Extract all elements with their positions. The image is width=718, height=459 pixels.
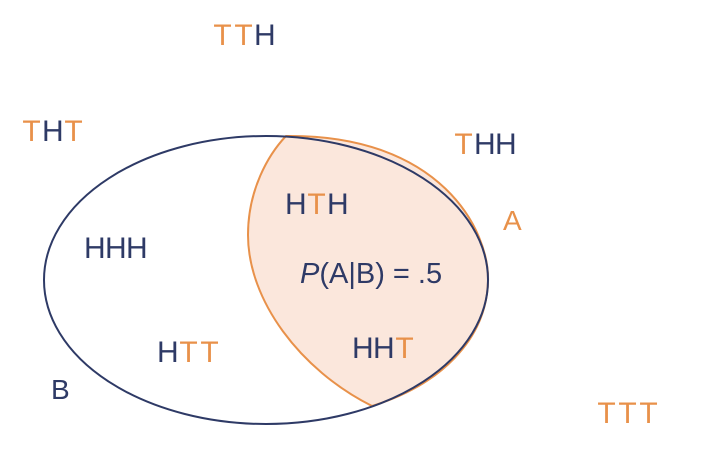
outcome-letter: H bbox=[373, 332, 395, 365]
set-b-label: B bbox=[51, 374, 70, 405]
outcome-letter: T bbox=[639, 397, 658, 430]
outcome-letter: H bbox=[474, 128, 496, 161]
outcome-letter: H bbox=[105, 232, 127, 265]
outcome-letter: T bbox=[618, 397, 637, 430]
outcome-letter: T bbox=[179, 336, 198, 369]
outcome-letter: T bbox=[597, 397, 616, 430]
outcome-hhh: HHH bbox=[84, 231, 148, 267]
outcome-tht: THT bbox=[21, 114, 84, 150]
outcome-letter: H bbox=[495, 128, 517, 161]
formula-rest: (A|B) = .5 bbox=[319, 258, 443, 290]
outcome-hth: HTH bbox=[285, 187, 349, 223]
outcome-letter: T bbox=[22, 115, 41, 148]
outcome-letter: H bbox=[352, 332, 374, 365]
outcome-letter: H bbox=[84, 232, 106, 265]
outcome-thh: THH bbox=[453, 127, 516, 163]
outcome-letter: H bbox=[327, 188, 349, 221]
outcome-letter: T bbox=[454, 128, 473, 161]
outcome-hht: HHT bbox=[352, 331, 415, 367]
set-a-label: A bbox=[503, 205, 522, 236]
outcome-letter: T bbox=[64, 115, 83, 148]
outcome-ttt: TTT bbox=[596, 396, 659, 432]
conditional-probability-formula: P(A|B) = .5 bbox=[300, 256, 442, 292]
outcome-letter: T bbox=[234, 19, 253, 52]
outcome-tth: TTH bbox=[212, 18, 275, 54]
outcome-letter: T bbox=[213, 19, 232, 52]
outcome-letter: H bbox=[126, 232, 148, 265]
outcome-letter: T bbox=[307, 188, 326, 221]
outcome-letter: H bbox=[254, 19, 276, 52]
outcome-letter: H bbox=[157, 336, 179, 369]
outcome-htt: HTT bbox=[157, 335, 220, 371]
outcome-letter: T bbox=[395, 332, 414, 365]
set-b-ellipse bbox=[43, 135, 489, 425]
formula-p: P bbox=[300, 258, 320, 290]
outcome-letter: H bbox=[42, 115, 64, 148]
outcome-letter: T bbox=[200, 336, 219, 369]
outcome-letter: H bbox=[285, 188, 307, 221]
